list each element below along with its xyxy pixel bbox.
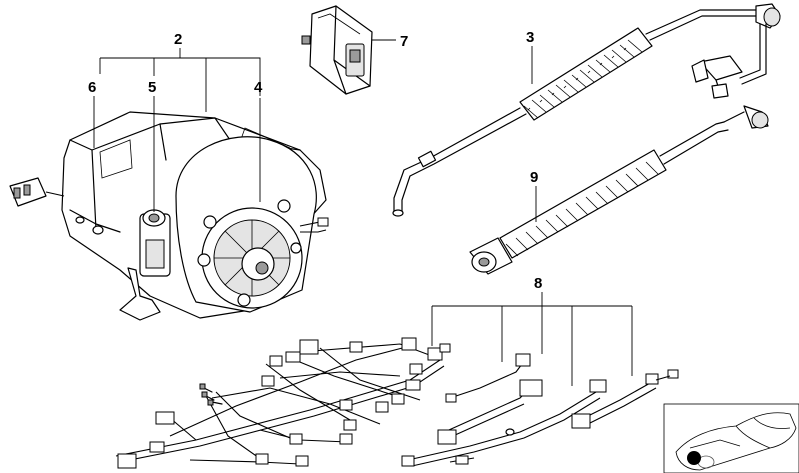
heater-blower-housing: [9, 111, 329, 321]
callout-6: 6: [88, 79, 96, 96]
wiring-harness-set: [401, 353, 679, 467]
insulated-pipe-lower: [469, 105, 769, 275]
leader-lines: [93, 39, 633, 386]
wiring-harness-main: [115, 337, 451, 469]
vehicle-location-thumbnail: [663, 403, 799, 473]
rocker-switch: [301, 5, 373, 95]
callout-8: 8: [534, 275, 542, 292]
callout-3: 3: [526, 29, 534, 46]
insulated-pipe-upper: [392, 3, 781, 217]
callout-4: 4: [254, 79, 263, 96]
callout-5: 5: [148, 79, 156, 96]
callout-labels: 2 3 4 5 6 7 8 9: [88, 29, 542, 292]
callout-2: 2: [174, 31, 182, 48]
location-marker-icon: [687, 451, 701, 465]
callout-7: 7: [400, 33, 408, 50]
callout-9: 9: [530, 169, 538, 186]
